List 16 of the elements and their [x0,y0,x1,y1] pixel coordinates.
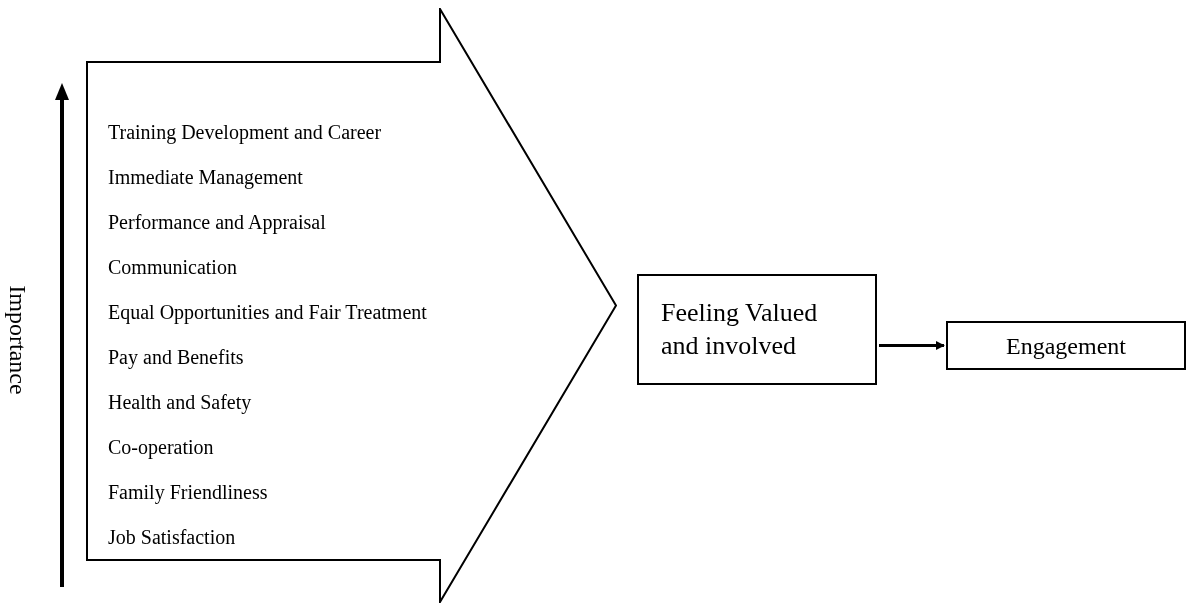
box-text: Engagement [1006,331,1126,361]
box-text: Feeling Valued and involved [661,297,819,362]
factor-text: Training Development and Career [108,120,383,144]
factor-text: Job Satisfaction [108,525,237,549]
factor-text: Immediate Management [108,165,304,189]
factor-text: Pay and Benefits [108,345,245,369]
arrow [879,341,945,350]
factor-text: Co-operation [108,435,215,459]
process-box [946,321,1186,370]
axis-label: Importance [4,285,32,395]
factor-text: Health and Safety [108,390,253,414]
factor-text: Family Friendliness [108,480,269,504]
process-box [637,274,877,385]
factor-text: Communication [108,255,238,279]
factor-text: Equal Opportunities and Fair Treatment [108,300,427,324]
factor-text: Performance and Appraisal [108,210,327,234]
